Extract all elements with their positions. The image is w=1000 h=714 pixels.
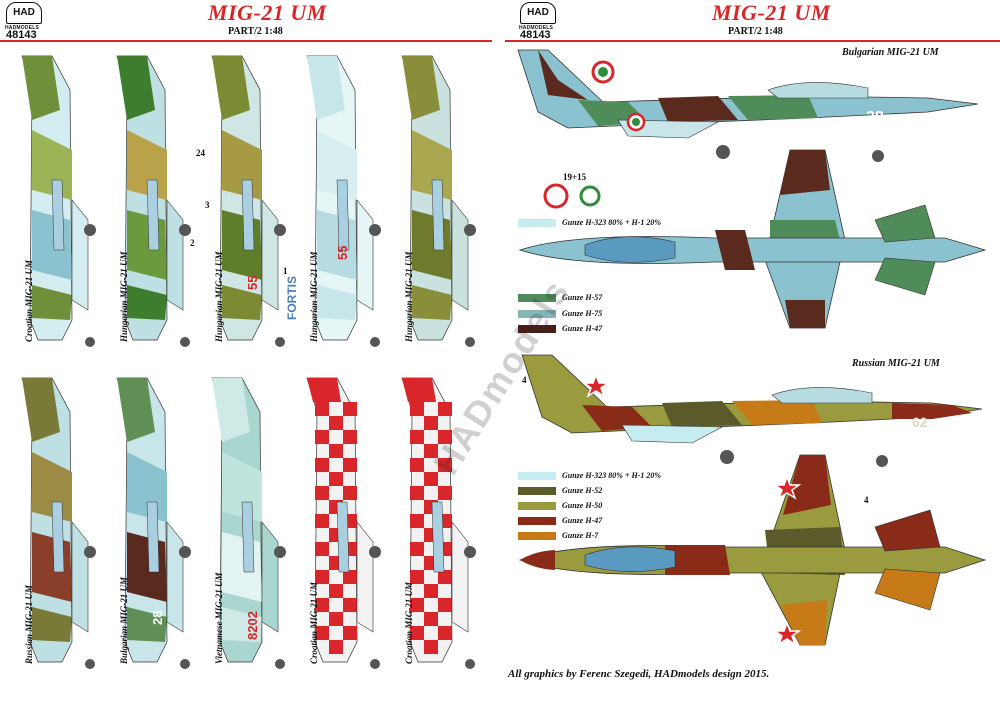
paint-label: Gunze H-75: [562, 309, 603, 318]
decal-number-4-top: 4: [864, 495, 869, 505]
aircraft-profile-5: [401, 55, 476, 347]
profile-label-4: Hungarian MIG-21 UM: [309, 251, 319, 342]
paint-swatch: [518, 502, 556, 510]
roundel-samples: [543, 183, 601, 209]
paint-label: Gunze H-47: [562, 324, 603, 333]
kit-code: 48143: [6, 29, 37, 41]
aircraft-profile-4: [306, 55, 381, 347]
bulgarian-side-view: 28: [517, 49, 979, 162]
decal-number-2: 2: [190, 238, 195, 248]
profile-label-9: Croatian MIG-21 UM: [309, 581, 319, 664]
bulgarian-top-view: [518, 149, 987, 329]
profile-label-10: Croatian MIG-21 UM: [404, 581, 414, 664]
had-logo: HAD: [520, 2, 556, 24]
russian-side-view: 62: [521, 354, 983, 467]
paint-swatch: [518, 310, 556, 318]
paint-swatch: [518, 517, 556, 525]
serial-62-side: 62: [912, 414, 928, 430]
paint-swatch: [518, 487, 556, 495]
part-scale: PART/2 1:48: [228, 26, 283, 37]
paint-swatch: [518, 325, 556, 333]
profile-label-8: Vietnamese MIG-21 UM: [214, 572, 224, 664]
aircraft-profile-3: [211, 55, 286, 347]
paint-swatch: [518, 532, 556, 540]
profile-label-3: Hungarian MIG-21 UM: [214, 251, 224, 342]
profile-label-6: Russian MIG-21 UM: [24, 584, 34, 664]
paint-swatch: [518, 219, 556, 227]
decal-19-15: 19+15: [563, 172, 587, 182]
profile-label-2: Hungarian MIG-21 UM: [119, 251, 129, 342]
aircraft-profile-10: [401, 377, 476, 669]
decal-number-4: 4: [522, 375, 527, 385]
brand-text: HADMODELS: [5, 25, 40, 31]
paint-label: Gunze H-7: [562, 531, 599, 540]
aircraft-profile-6: [21, 377, 96, 669]
paint-label: Gunze H-52: [562, 486, 603, 495]
credit-line: All graphics by Ferenc Szegedi, HADmodel…: [508, 668, 770, 680]
paint-swatch: [518, 472, 556, 480]
brand-text: HADMODELS: [519, 25, 554, 31]
serial-55-b: 55: [245, 275, 260, 290]
serial-55: 55: [335, 245, 350, 260]
aircraft-profile-9: [306, 377, 381, 669]
russian-top-view: [518, 454, 987, 646]
aircraft-profile-8: [211, 377, 286, 669]
part-scale: PART/2 1:48: [728, 26, 783, 37]
paint-label: Gunze H-323 80% + H-1 20%: [562, 218, 661, 227]
header-rule-left: [0, 40, 492, 42]
header-rule-right: [505, 40, 1000, 42]
had-logo: HAD: [6, 2, 42, 24]
serial-28-side: 28: [866, 109, 884, 126]
bulgarian-title: Bulgarian MIG-21 UM: [842, 47, 939, 58]
serial-28: 28: [150, 610, 165, 625]
paint-label: Gunze H-57: [562, 293, 603, 302]
profile-label-7: Bulgarian MIG-21 UM: [119, 576, 129, 664]
page-title: MIG-21 UM: [712, 0, 831, 25]
profile-label-1: Croatian MIG-21 UM: [24, 259, 34, 342]
decal-number-3: 3: [205, 200, 210, 210]
serial-8202: 8202: [245, 611, 260, 640]
paint-swatch: [518, 294, 556, 302]
page-title: MIG-21 UM: [208, 0, 327, 25]
paint-label: Gunze H-323 80% + H-1 20%: [562, 471, 661, 480]
fortis-badge: FORTIS: [285, 276, 299, 320]
paint-label: Gunze H-47: [562, 516, 603, 525]
russian-title: Russian MIG-21 UM: [852, 358, 940, 369]
paint-label: Gunze H-50: [562, 501, 603, 510]
decal-number-24: 24: [196, 148, 205, 158]
aircraft-profile-7: [116, 377, 191, 669]
profile-label-5: Hungarian MIG-21 UM: [404, 251, 414, 342]
decal-number-1: 1: [283, 266, 288, 276]
aircraft-profile-1: [21, 55, 96, 347]
aircraft-profile-2: [116, 55, 191, 347]
kit-code: 48143: [520, 29, 551, 41]
